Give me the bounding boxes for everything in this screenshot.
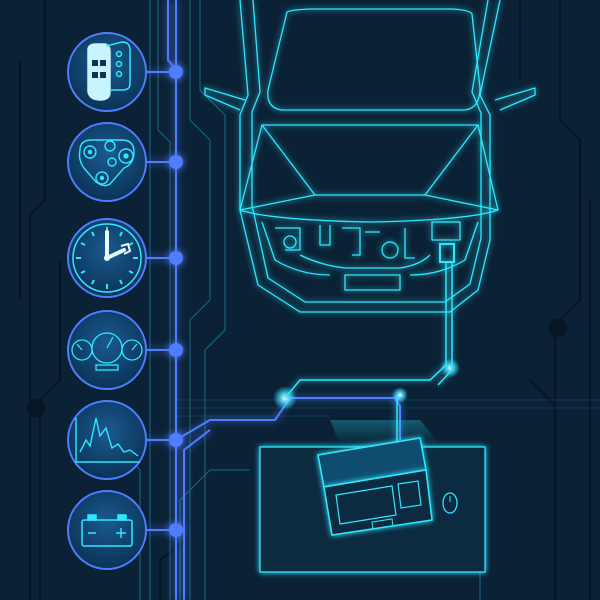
badge-graph (67, 400, 147, 480)
car-key-fob-icon (87, 41, 131, 101)
car-outline (204, 0, 536, 313)
engine-belt-pulleys-icon (78, 139, 135, 187)
glow-sparks (273, 358, 460, 410)
clock-wrench-icon (72, 223, 142, 293)
line-graph-icon (75, 417, 140, 463)
car-battery-icon (81, 514, 133, 547)
dashboard-gauges-icon (71, 332, 143, 371)
badge-gauges (67, 310, 147, 390)
laptop-icon (317, 420, 440, 536)
bus-nodes (169, 65, 400, 537)
badge-engine-belt (67, 122, 147, 202)
badge-battery (67, 490, 147, 570)
mouse-icon (442, 492, 458, 514)
background-circuit-traces (18, 0, 592, 600)
obd-port (439, 243, 455, 263)
